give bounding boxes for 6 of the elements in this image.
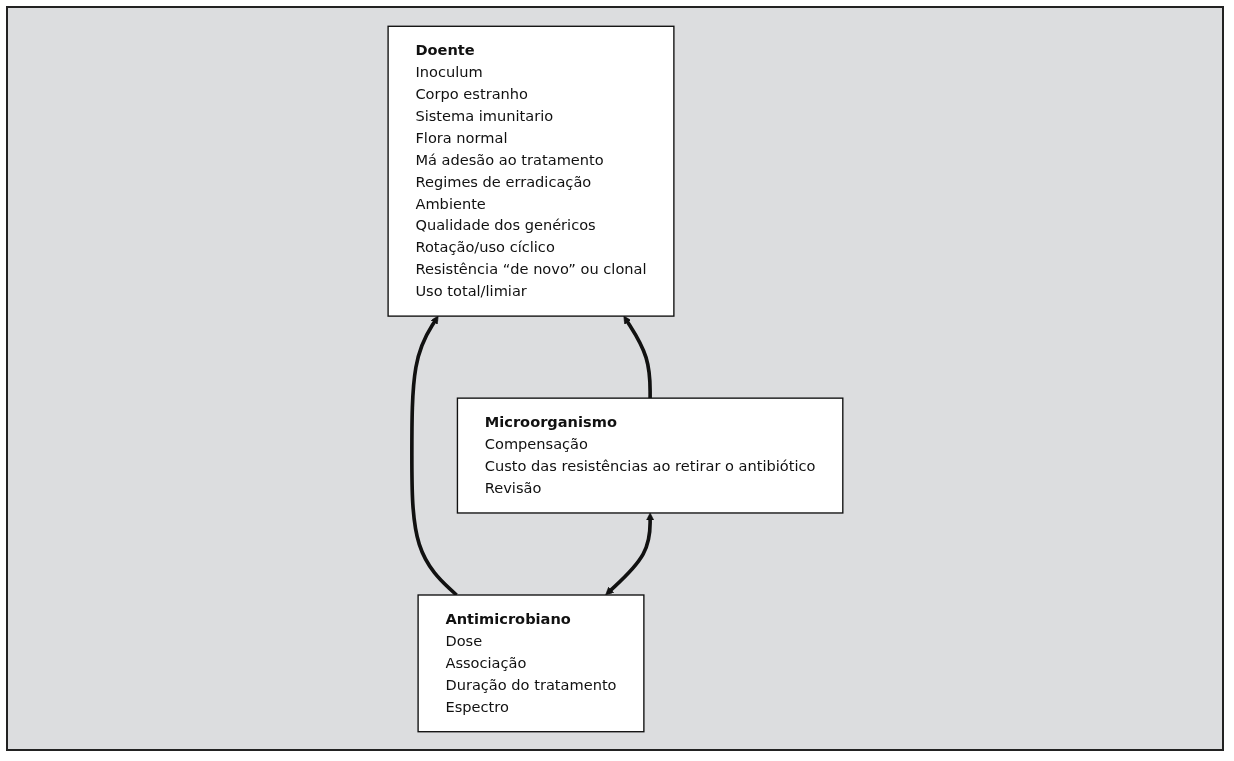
arrow (623, 315, 652, 398)
node-box: Doente Inoculum Corpo estranho Sistema imunitario Flora normal Má adesão ao tratamento Regimes de erradicação Ambiente Qualidade dos genéricos Rotação/uso cíclico Resistência “de novo” ou clonal Uso total/limiar (386, 25, 675, 317)
node-box: Microorganismo Compensação Custo das resistências ao retirar o antibiótico Revisão (456, 396, 844, 514)
arrow (604, 512, 654, 595)
node-box: Antimicrobiano Dose Associação Duração do tratamento Espectro (416, 593, 645, 732)
arrow (409, 315, 458, 596)
